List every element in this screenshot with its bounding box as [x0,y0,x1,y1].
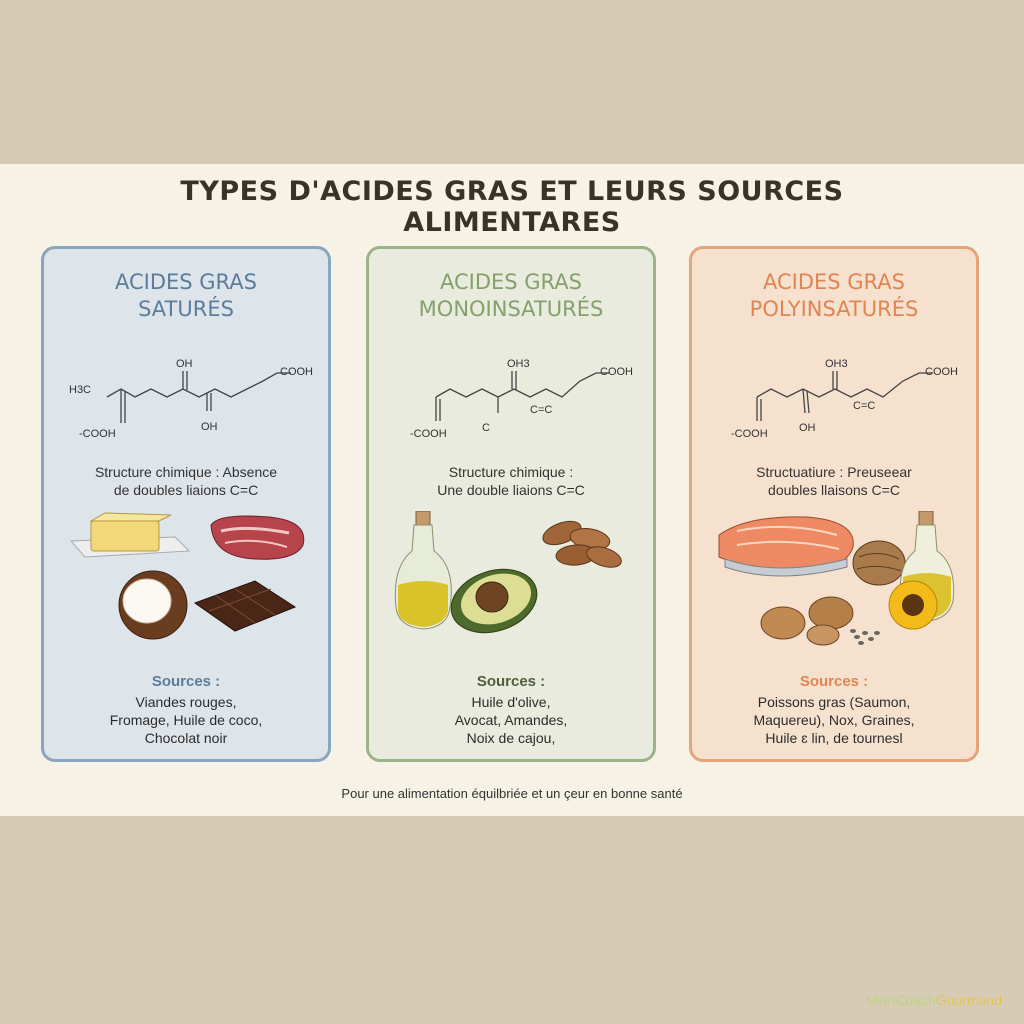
structure-description: Structuatiure : Preuseear doubles llaiso… [756,464,912,498]
structure-description: Structure chimique : Une double liaions … [437,464,585,498]
mol-label: OH3 [825,358,848,370]
olive-oil-bottle-icon [394,511,452,630]
panel-heading: ACIDES GRAS SATURÉS [114,270,257,321]
mol-label: OH [201,421,218,433]
walnut-halves-icon [760,596,854,646]
sources-heading: Sources : [476,673,546,690]
steak-icon [210,515,305,560]
mol-label: -COOH [79,428,116,440]
mol-label: C=C [530,404,552,416]
mol-label: C=C [853,400,875,412]
footer-tagline: Pour une alimentation équilbriée et un ç… [341,786,683,801]
salmon-steak-icon [718,516,854,577]
walnut-icon [852,540,906,586]
food-illustrations-saturated [69,512,305,640]
molecule-diagram-saturated: OH H3C COOH -COOH OH [69,358,313,440]
infographic-title: TYPES D'ACIDES GRAS ET LEURS SOURCES ALI… [0,176,1024,238]
mol-label: -COOH [410,428,447,440]
panel-monounsaturated: ACIDES GRAS MONOINSATURÉS OH3 COOH -COOH… [366,246,656,762]
chocolate-icon [193,580,297,632]
mol-label: OH [176,358,193,370]
mol-label: C [482,422,490,434]
panel-polyunsaturated: ACIDES GRAS POLYINSATURÉS OH3 COOH -COOH… [689,246,979,762]
title-line-2: ALIMENTARES [403,207,621,238]
almonds-icon [542,520,622,568]
mol-label: OH3 [507,358,530,370]
molecule-diagram-polyunsaturated: OH3 COOH -COOH OH C=C [731,358,958,440]
sunflower-icon [888,580,938,630]
infographic-sheet: TYPES D'ACIDES GRAS ET LEURS SOURCES ALI… [0,164,1024,816]
panel-heading: ACIDES GRAS MONOINSATURÉS [418,270,604,321]
sources-heading: Sources : [799,673,869,690]
mol-label: OH [799,422,816,434]
mol-label: H3C [69,384,91,396]
mol-label: COOH [925,366,958,378]
sources-heading: Sources : [151,673,221,690]
food-illustrations-monounsaturated [394,511,622,634]
title-line-1: TYPES D'ACIDES GRAS ET LEURS SOURCES [180,176,844,207]
sources-list: Huile d'olive, Avocat, Amandes, Noix de … [454,694,568,746]
sources-list: Poissons gras (Saumon, Maquereu), Nox, G… [753,694,915,746]
structure-description: Structure chimique : Absence de doubles … [94,464,278,498]
panel-heading: ACIDES GRAS POLYINSATURÉS [749,270,919,321]
mol-label: -COOH [731,428,768,440]
butter-icon [69,512,191,558]
brand-watermark: MwnCoachGourmand [865,992,1002,1008]
mol-label: COOH [280,366,313,378]
coconut-icon [118,570,188,640]
molecule-diagram-monounsaturated: OH3 COOH -COOH C C=C [410,358,633,440]
panel-saturated: ACIDES GRAS SATURÉS OH H3C COOH -COOH OH… [41,246,331,762]
seeds-icon [850,629,880,645]
food-illustrations-polyunsaturated [718,511,955,646]
avocado-icon [450,568,538,634]
sources-list: Viandes rouges, Fromage, Huile de coco, … [109,694,263,746]
mol-label: COOH [600,366,633,378]
